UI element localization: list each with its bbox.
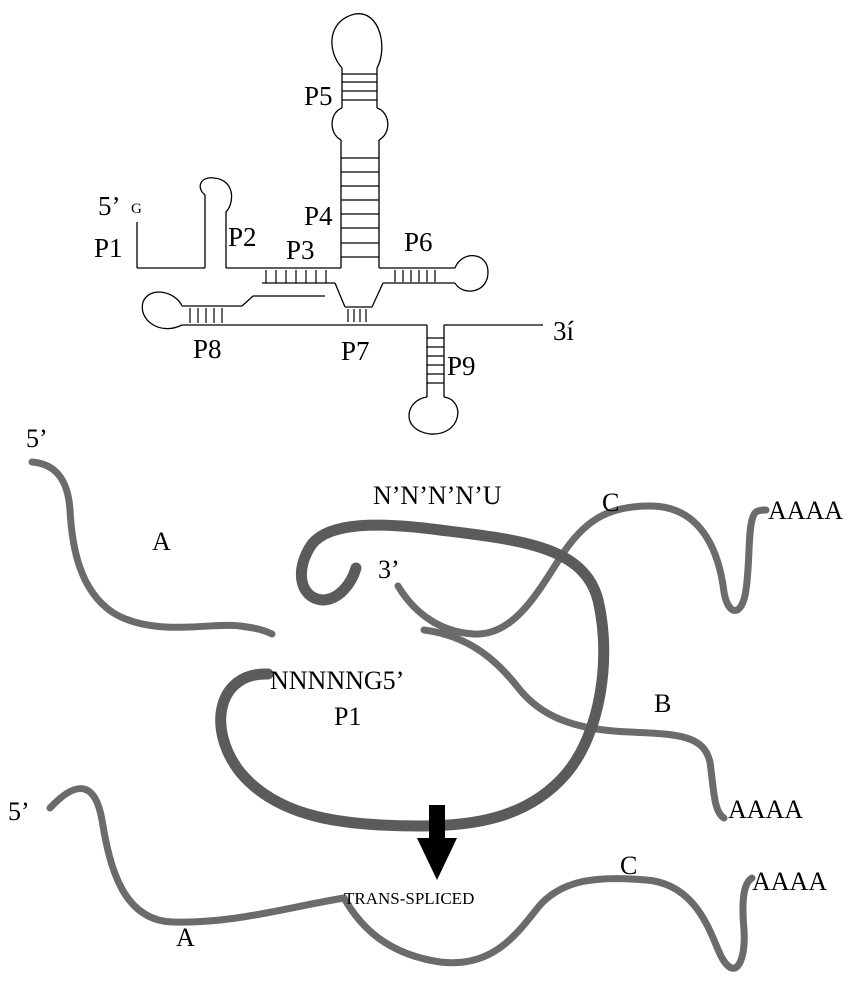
p6-loop xyxy=(455,256,488,291)
p2-label: P2 xyxy=(228,222,257,252)
substrate-strand-b xyxy=(424,630,724,818)
p6-base-pairs xyxy=(395,270,435,282)
polya-c-label: AAAA xyxy=(768,496,843,525)
segment-b-label: B xyxy=(654,689,671,718)
p9-loop xyxy=(409,397,458,434)
five-prime-label-middle: 5’ xyxy=(26,424,48,453)
ribozyme-5prime-sequence-label: NNNNNG5’ xyxy=(270,666,404,695)
five-prime-label-top: 5’ xyxy=(98,191,121,221)
p2-hairpin xyxy=(200,178,231,268)
p9-base-pairs xyxy=(427,338,444,383)
trans-spliced-label: TRANS-SPLICED xyxy=(344,889,474,908)
p4-p5-bulge xyxy=(332,108,388,140)
p5-loop xyxy=(332,14,382,68)
ribozyme-secondary-structure: 5’ G P1 P2 P3 P4 P5 P6 P7 P8 P9 3í xyxy=(94,14,575,434)
p3-to-p8 xyxy=(242,296,253,306)
three-prime-label-top: 3í xyxy=(553,316,575,346)
polya-product-label: AAAA xyxy=(752,867,827,896)
substrate-complex: 5’ A N’N’N’N’U 3’ C AAAA NNNNNG5’ P1 B A… xyxy=(26,424,843,880)
p3-label: P3 xyxy=(286,235,315,265)
p8-loop xyxy=(142,292,182,329)
p5-label: P5 xyxy=(304,81,333,111)
polya-b-label: AAAA xyxy=(728,795,803,824)
segment-c-label-bottom: C xyxy=(620,851,637,880)
p9-label: P9 xyxy=(447,351,476,381)
p7-base-pairs xyxy=(348,309,366,322)
guanosine-label: G xyxy=(131,201,142,217)
p7-to-p6 xyxy=(372,283,383,307)
p1-pairing-label: P1 xyxy=(334,702,361,731)
segment-a-label-middle: A xyxy=(152,527,171,556)
ribozyme-three-prime-label: 3’ xyxy=(378,555,400,584)
five-prime-label-bottom: 5’ xyxy=(8,797,30,826)
p5-base-pairs xyxy=(342,74,377,100)
trans-spliced-product: 5’ TRANS-SPLICED A C AAAA xyxy=(8,789,827,969)
p4-base-pairs xyxy=(341,158,379,257)
guide-sequence-label: N’N’N’N’U xyxy=(373,481,502,510)
p4-label: P4 xyxy=(304,201,333,231)
p8-label: P8 xyxy=(193,334,222,364)
p8-base-pairs xyxy=(190,308,222,323)
segment-a-label-bottom: A xyxy=(176,923,195,952)
p6-label: P6 xyxy=(404,227,433,257)
p3-to-p7-left xyxy=(335,283,345,307)
p3-base-pairs xyxy=(266,270,326,283)
reaction-arrow xyxy=(417,805,457,880)
segment-c-label-middle: C xyxy=(602,488,619,517)
p1-label-top: P1 xyxy=(94,233,123,263)
p7-label: P7 xyxy=(341,336,370,366)
